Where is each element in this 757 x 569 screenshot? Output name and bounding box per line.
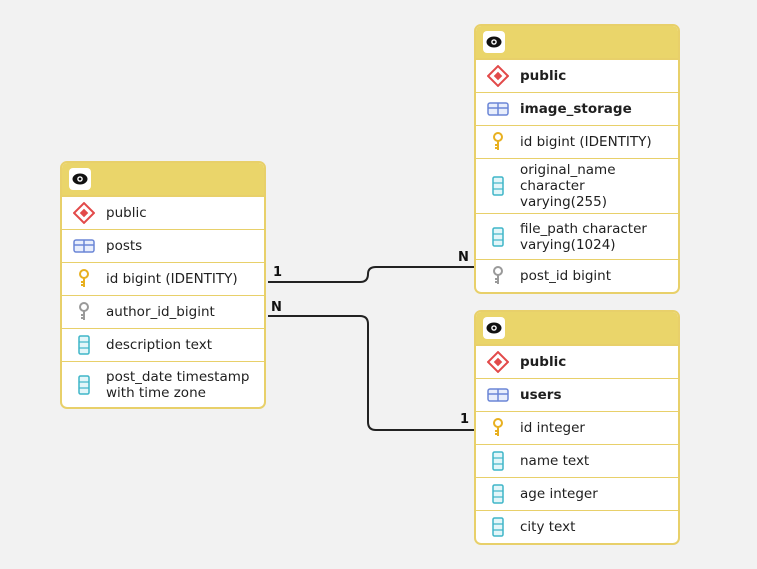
schema-row: public (476, 345, 678, 378)
column-row[interactable]: post_id bigint (476, 259, 678, 292)
table-icon (476, 102, 520, 116)
column-label: name text (520, 453, 590, 469)
schema-icon (476, 65, 520, 87)
table-name: image_storage (520, 101, 632, 117)
cardinality-label: 1 (460, 412, 470, 427)
column-row[interactable]: id bigint (IDENTITY) (476, 125, 678, 158)
primary-key-icon (476, 132, 520, 152)
schema-row: public (62, 196, 264, 229)
column-row[interactable]: post_date timestamp with time zone (62, 361, 264, 407)
column-label: file_path character varying(1024) (520, 220, 647, 253)
column-icon (476, 484, 520, 504)
primary-key-icon (476, 418, 520, 438)
column-label: age integer (520, 486, 598, 502)
cardinality-label: 1 (273, 265, 283, 280)
column-label: id bigint (IDENTITY) (520, 134, 652, 150)
column-row[interactable]: city text (476, 510, 678, 543)
column-label: author_id_bigint (106, 304, 215, 320)
eye-icon[interactable] (483, 31, 505, 53)
table-card-header (476, 26, 678, 59)
column-row[interactable]: name text (476, 444, 678, 477)
schema-name: public (520, 354, 567, 370)
table-name-row: users (476, 378, 678, 411)
table-card-header (62, 163, 264, 196)
schema-row: public (476, 59, 678, 92)
column-row[interactable]: original_name character varying(255) (476, 158, 678, 213)
eye-icon[interactable] (483, 317, 505, 339)
column-label: description text (106, 337, 212, 353)
column-label: original_name character varying(255) (520, 162, 616, 210)
column-label: city text (520, 519, 576, 535)
column-row[interactable]: id bigint (IDENTITY) (62, 262, 264, 295)
table-name-row: posts (62, 229, 264, 262)
cardinality-label: N (458, 250, 469, 265)
table-card-users[interactable]: public users id integer name text age in… (474, 310, 680, 545)
column-label: id integer (520, 420, 585, 436)
table-card-posts[interactable]: public posts id bigint (IDENTITY) author… (60, 161, 266, 409)
cardinality-label: N (271, 300, 282, 315)
relation-line-posts-image-storage (268, 266, 474, 283)
column-row[interactable]: age integer (476, 477, 678, 510)
column-row[interactable]: description text (62, 328, 264, 361)
schema-icon (62, 202, 106, 224)
schema-name: public (106, 205, 147, 221)
column-label: post_date timestamp with time zone (106, 368, 250, 401)
column-icon (62, 374, 106, 395)
eye-icon[interactable] (69, 168, 91, 190)
column-row[interactable]: file_path character varying(1024) (476, 213, 678, 259)
column-icon (476, 451, 520, 471)
schema-icon (476, 351, 520, 373)
column-icon (476, 226, 520, 247)
table-name: users (520, 387, 562, 403)
table-card-header (476, 312, 678, 345)
foreign-key-icon (476, 266, 520, 286)
column-label: id bigint (IDENTITY) (106, 271, 238, 287)
column-row[interactable]: id integer (476, 411, 678, 444)
table-icon (62, 239, 106, 253)
column-icon (476, 517, 520, 537)
schema-name: public (520, 68, 567, 84)
column-row[interactable]: author_id_bigint (62, 295, 264, 328)
column-label: post_id bigint (520, 268, 612, 284)
table-name: posts (106, 238, 143, 254)
table-name-row: image_storage (476, 92, 678, 125)
relation-line-posts-users (268, 315, 474, 431)
foreign-key-icon (62, 302, 106, 322)
column-icon (476, 176, 520, 196)
primary-key-icon (62, 269, 106, 289)
table-icon (476, 388, 520, 402)
table-card-image-storage[interactable]: public image_storage id bigint (IDENTITY… (474, 24, 680, 294)
column-icon (62, 335, 106, 355)
